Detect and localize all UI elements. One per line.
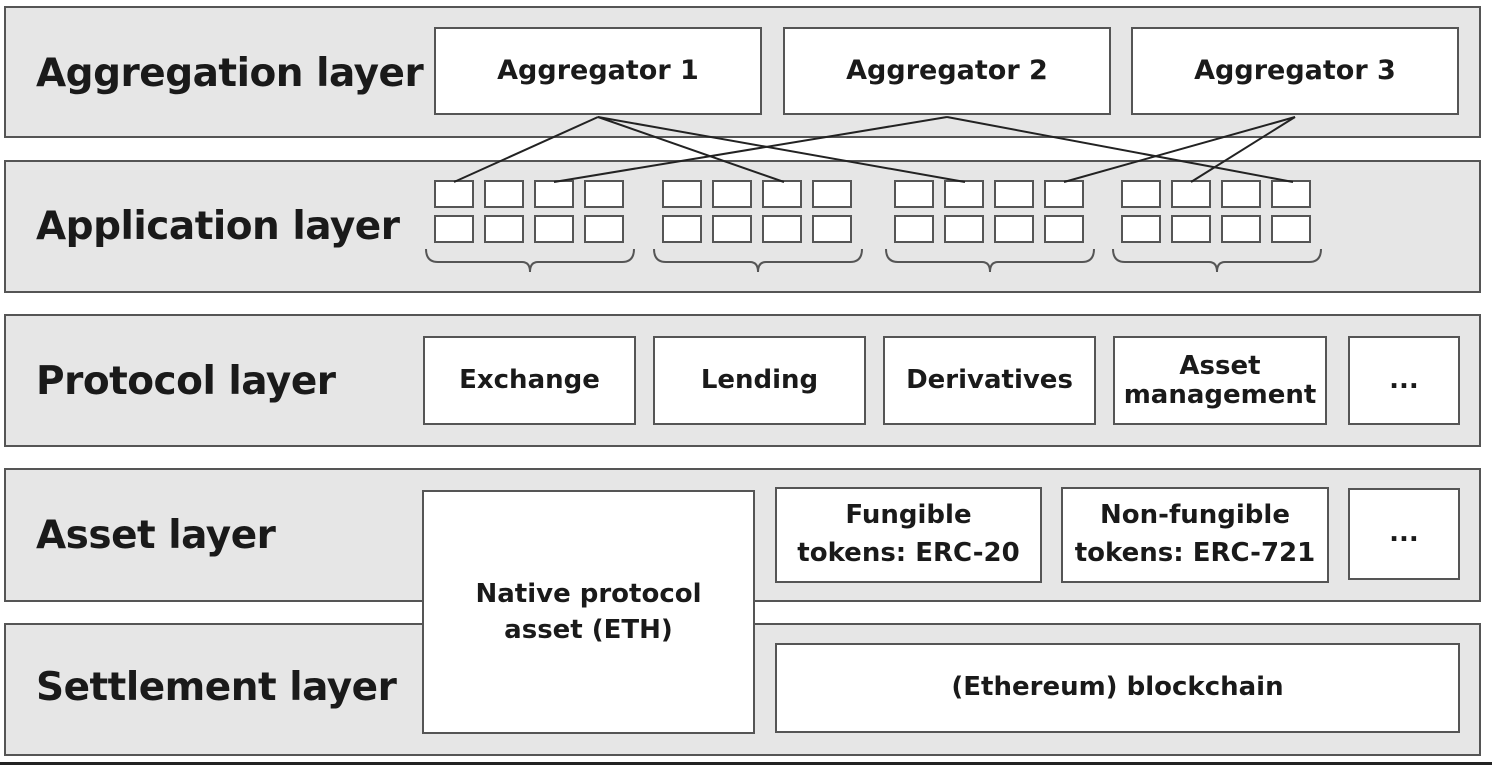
application-cell xyxy=(894,215,934,243)
application-cell xyxy=(762,180,802,208)
application-cell xyxy=(1171,215,1211,243)
application-layer-label: Application layer xyxy=(36,204,400,249)
application-cell xyxy=(662,180,702,208)
application-cell xyxy=(484,215,524,243)
application-cell xyxy=(1221,180,1261,208)
application-cell xyxy=(1271,215,1311,243)
aggregator-2-box: Aggregator 2 xyxy=(783,27,1111,115)
application-cell xyxy=(534,180,574,208)
application-cell xyxy=(1271,180,1311,208)
application-cell xyxy=(1044,180,1084,208)
settlement-layer-label: Settlement layer xyxy=(36,665,397,710)
application-cell xyxy=(1121,180,1161,208)
application-cell xyxy=(584,180,624,208)
application-cell xyxy=(894,180,934,208)
protocol-layer-label: Protocol layer xyxy=(36,359,336,404)
protocol-exchange-box: Exchange xyxy=(423,336,636,425)
application-cell xyxy=(534,215,574,243)
application-cell xyxy=(1121,215,1161,243)
protocol-asset-management-box: Asset management xyxy=(1113,336,1327,425)
application-cell xyxy=(434,215,474,243)
application-cell xyxy=(484,180,524,208)
protocol-ellipsis-box: ... xyxy=(1348,336,1460,425)
application-cell xyxy=(712,180,752,208)
application-cell xyxy=(1044,215,1084,243)
application-cell xyxy=(712,215,752,243)
application-cell xyxy=(434,180,474,208)
application-cell xyxy=(1171,180,1211,208)
application-cell xyxy=(1221,215,1261,243)
application-cell xyxy=(762,215,802,243)
asset-layer-label: Asset layer xyxy=(36,513,276,558)
application-cell xyxy=(944,215,984,243)
protocol-lending-box: Lending xyxy=(653,336,866,425)
settlement-blockchain-box: (Ethereum) blockchain xyxy=(775,643,1460,733)
aggregator-3-box: Aggregator 3 xyxy=(1131,27,1459,115)
application-cell xyxy=(944,180,984,208)
application-cell xyxy=(994,180,1034,208)
application-cell xyxy=(812,180,852,208)
aggregator-1-box: Aggregator 1 xyxy=(434,27,762,115)
aggregation-layer-label: Aggregation layer xyxy=(36,51,424,96)
protocol-derivatives-box: Derivatives xyxy=(883,336,1096,425)
asset-fungible-tokens-box: Fungible tokens: ERC-20 xyxy=(775,487,1042,583)
native-protocol-asset-box: Native protocol asset (ETH) xyxy=(422,490,755,734)
asset-ellipsis-box: ... xyxy=(1348,488,1460,580)
application-cell xyxy=(584,215,624,243)
application-cell xyxy=(662,215,702,243)
asset-non-fungible-tokens-box: Non-fungible tokens: ERC-721 xyxy=(1061,487,1329,583)
application-cell xyxy=(812,215,852,243)
application-cell xyxy=(994,215,1034,243)
bottom-rule xyxy=(0,762,1492,765)
